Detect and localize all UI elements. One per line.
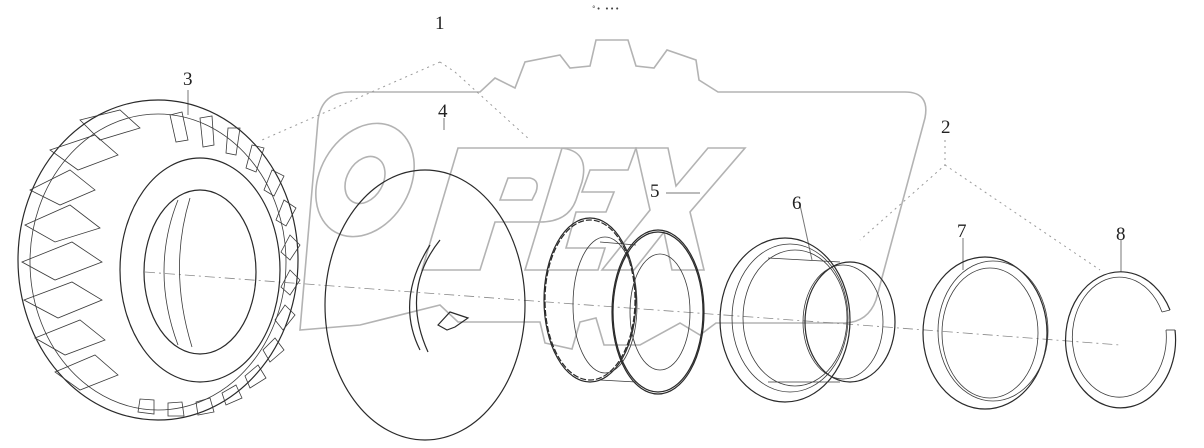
callout-2: 2	[941, 117, 951, 138]
callout-6: 6	[792, 193, 802, 214]
header-mark: °• •••	[592, 5, 621, 13]
tire	[17, 99, 301, 421]
callout-8: 8	[1116, 224, 1126, 245]
side-ring	[922, 256, 1049, 410]
callout-3: 3	[183, 69, 193, 90]
leader-lines	[187, 61, 1122, 272]
inner-tube	[324, 169, 526, 441]
flap	[543, 217, 705, 395]
opex-watermark	[299, 39, 927, 350]
lock-ring	[1064, 271, 1177, 409]
callout-7: 7	[957, 221, 967, 242]
rim	[719, 237, 896, 403]
callout-1: 1	[435, 13, 445, 34]
callout-4: 4	[438, 101, 448, 122]
callout-5: 5	[650, 181, 660, 202]
